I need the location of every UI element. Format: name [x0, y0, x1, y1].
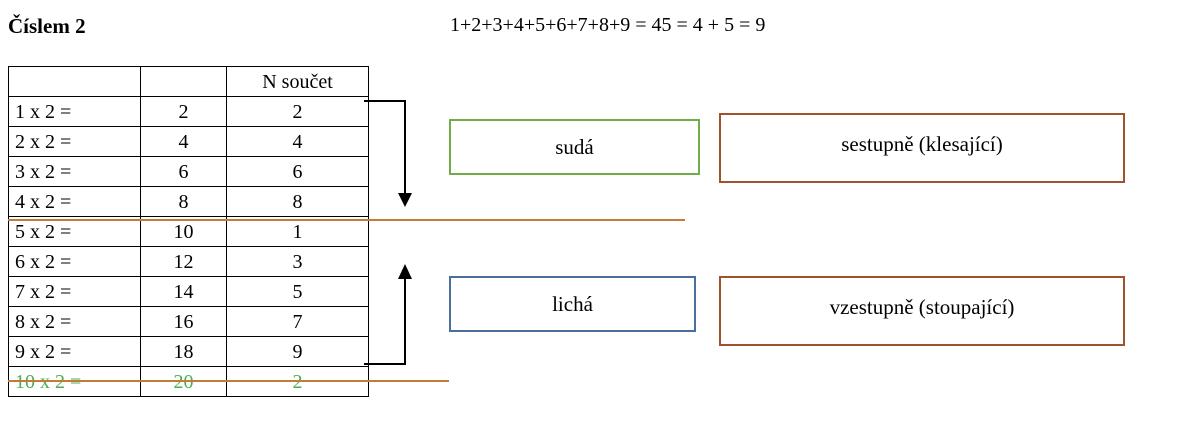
cell-result: 4 [140, 126, 227, 157]
even-label-box: sudá [449, 119, 700, 175]
page-title: Číslem 2 [8, 14, 86, 38]
cell-result: 18 [140, 336, 227, 367]
down-arrow [364, 100, 412, 207]
ascending-label-box: vzestupně (stoupající) [719, 276, 1125, 346]
cell-digit-sum: 2 [226, 96, 369, 127]
odd-label: lichá [552, 292, 593, 316]
cell-digit-sum: 4 [226, 126, 369, 157]
cell-digit-sum: 9 [226, 336, 369, 367]
cell-digit-sum: 6 [226, 156, 369, 187]
up-arrow [364, 264, 412, 365]
cell-result: 16 [140, 306, 227, 337]
descending-label-box: sestupně (klesající) [719, 113, 1125, 183]
cell-expression: 4 x 2 = [8, 186, 141, 217]
table-header-row: N součet [8, 66, 369, 97]
cell-expression: 7 x 2 = [8, 276, 141, 307]
cell-result: 6 [140, 156, 227, 187]
sum-formula: 1+2+3+4+5+6+7+8+9 = 45 = 4 + 5 = 9 [450, 14, 766, 36]
cell-expression: 9 x 2 = [8, 336, 141, 367]
header-cell-digit-sum: N součet [226, 66, 369, 97]
cell-expression: 2 x 2 = [8, 126, 141, 157]
divider-line-upper [8, 219, 685, 221]
descending-label: sestupně (klesající) [841, 132, 1003, 156]
even-label: sudá [555, 134, 594, 159]
cell-expression: 5 x 2 = [8, 216, 141, 247]
cell-digit-sum: 3 [226, 246, 369, 277]
cell-result: 14 [140, 276, 227, 307]
odd-label-box: lichá [449, 276, 696, 332]
divider-line-lower [8, 380, 449, 382]
ascending-label: vzestupně (stoupající) [829, 295, 1015, 319]
